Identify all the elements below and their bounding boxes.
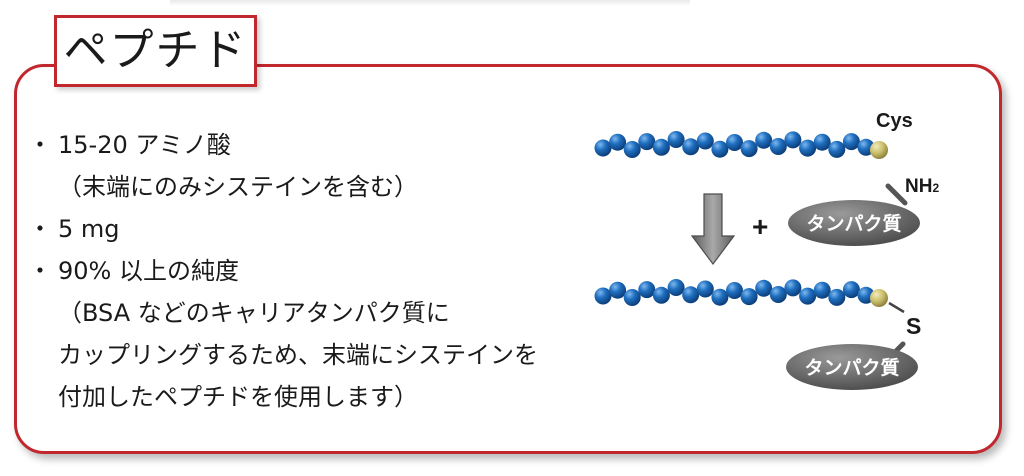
amino-acid-bead — [799, 287, 817, 305]
bullet-item-length: ・ 15-20 アミノ酸 — [28, 124, 628, 166]
amino-acid-bead — [799, 139, 817, 157]
amino-acid-bead — [711, 288, 729, 306]
plus-sign: + — [752, 211, 768, 242]
bullet-text: 90% 以上の純度 — [58, 257, 239, 285]
amino-acid-bead — [813, 281, 831, 299]
down-arrow-icon — [690, 193, 736, 265]
bullet-item-amount: ・ 5 mg — [28, 208, 628, 250]
bullet-list: ・ 15-20 アミノ酸 （末端にのみシステインを含む） ・ 5 mg ・ 90… — [28, 124, 628, 418]
amino-acid-bead — [842, 281, 860, 299]
amino-acid-bead — [711, 140, 729, 158]
amino-acid-bead — [769, 138, 787, 155]
amino-acid-bead — [623, 289, 641, 306]
amino-acid-bead — [652, 286, 670, 304]
amino-acid-bead — [784, 279, 802, 297]
cys-label: Cys — [876, 110, 913, 132]
nh2-label: NH2 — [905, 176, 939, 197]
nh2-text: NH — [905, 176, 932, 197]
amino-acid-bead — [813, 133, 831, 151]
cysteine-bead-conjugated — [870, 289, 888, 307]
amino-acid-bead — [842, 133, 860, 151]
amino-acid-bead — [755, 279, 773, 297]
bullet-text: 15-20 アミノ酸 — [58, 131, 231, 159]
bullet-marker: ・ — [28, 131, 52, 159]
top-divider — [170, 0, 690, 6]
peptide-chain-top — [594, 131, 875, 158]
nh2-subscript: 2 — [932, 181, 939, 195]
amino-acid-bead — [638, 133, 656, 151]
page-title: ペプチド — [63, 25, 248, 76]
protein-label-bottom: タンパク質 — [804, 356, 899, 379]
title-box: ペプチド — [54, 15, 257, 87]
bullet-subline: カップリングするため、末端にシステインを — [58, 341, 538, 369]
amino-acid-bead — [609, 133, 627, 151]
amino-acid-bead — [638, 281, 656, 299]
amino-acid-bead — [696, 280, 714, 298]
cysteine-bead — [870, 141, 888, 159]
bullet-marker: ・ — [28, 257, 52, 285]
amino-acid-bead — [828, 288, 846, 306]
amino-acid-bead — [740, 288, 758, 306]
amino-acid-bead — [594, 139, 612, 157]
amino-acid-bead — [726, 134, 743, 151]
amino-acid-bead — [769, 286, 787, 303]
amino-acid-bead — [623, 141, 641, 158]
amino-acid-bead — [682, 138, 700, 156]
protein-blob-top — [788, 200, 920, 246]
protein-label-top: タンパク質 — [806, 212, 901, 235]
protein-blob-bottom — [786, 344, 918, 390]
bullet-subline: 付加したペプチドを使用します） — [58, 383, 418, 411]
bullet-item-purity: ・ 90% 以上の純度 — [28, 250, 628, 292]
amino-acid-bead — [755, 131, 773, 149]
amine-linker — [885, 183, 908, 206]
bullet-marker: ・ — [28, 215, 52, 243]
amino-acid-bead — [726, 282, 743, 299]
amino-acid-bead — [682, 286, 700, 304]
bullet-subline: （末端にのみシステインを含む） — [58, 173, 418, 201]
peptide-chain-bottom — [594, 279, 875, 306]
amino-acid-bead — [740, 140, 758, 158]
amino-acid-bead — [667, 131, 685, 148]
amino-acid-bead — [696, 132, 714, 150]
amino-acid-bead — [609, 281, 627, 299]
thiol-bond — [888, 301, 905, 314]
bullet-subline: （BSA などのキャリアタンパク質に — [58, 299, 450, 327]
sulfur-label: S — [906, 313, 921, 339]
amino-acid-bead — [784, 131, 802, 149]
amino-acid-bead — [828, 140, 846, 158]
bullet-text: 5 mg — [58, 215, 120, 243]
amino-acid-bead — [667, 279, 685, 296]
amino-acid-bead — [594, 287, 612, 305]
amino-acid-bead — [652, 138, 670, 156]
